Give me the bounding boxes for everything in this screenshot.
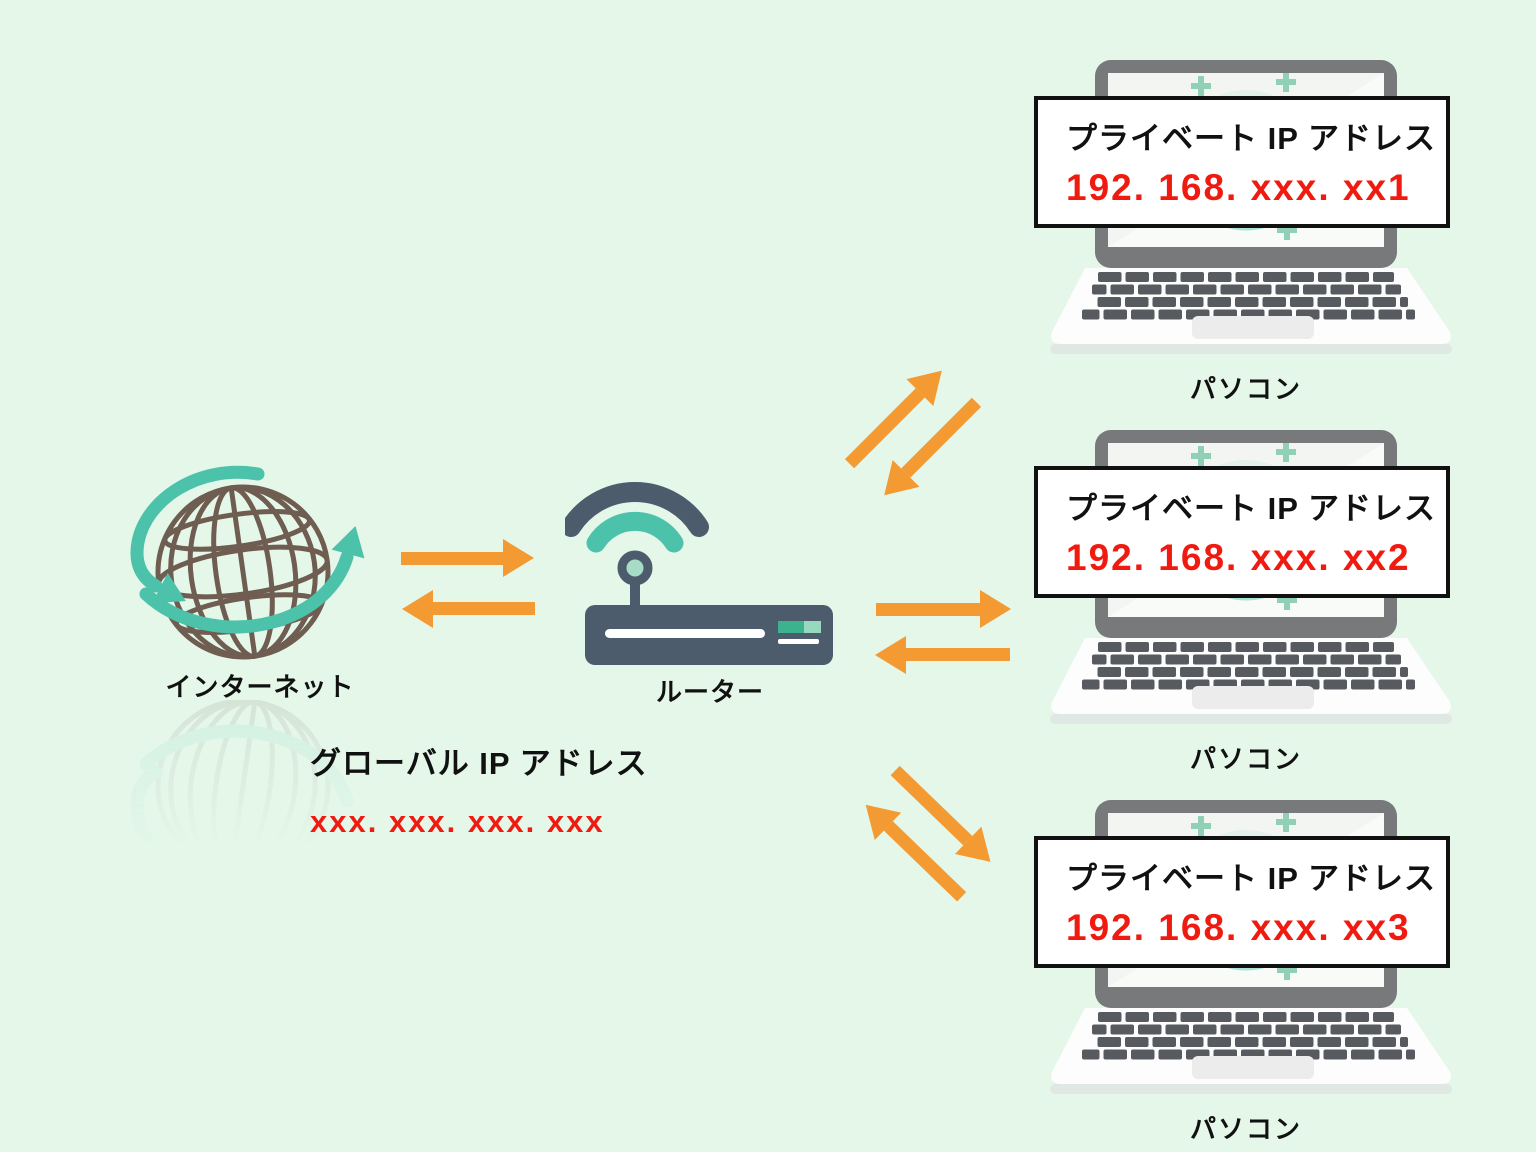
- pc-label: パソコン: [1189, 1114, 1302, 1144]
- private-ip-box: プライベート IP アドレス 192. 168. xxx. xx1: [1034, 96, 1450, 228]
- private-ip-box: プライベート IP アドレス 192. 168. xxx. xx3: [1034, 836, 1450, 968]
- global-ip-block: グローバル IP アドレス xxx. xxx. xxx. xxx: [310, 738, 648, 840]
- internet-globe-icon: [130, 465, 365, 660]
- router-label: ルーター: [655, 677, 764, 707]
- trackpad-icon: [1192, 1056, 1314, 1079]
- computer-unit-1: プライベート IP アドレス 192. 168. xxx. xx1 パソコン: [1030, 55, 1462, 404]
- plus-icon: [1191, 73, 1297, 240]
- arrow-right-icon: [401, 538, 534, 578]
- trackpad-icon: [1192, 686, 1314, 709]
- internet-label: インターネット: [165, 672, 355, 702]
- private-ip-title: プライベート IP アドレス: [1066, 491, 1436, 526]
- private-ip-value: 192. 168. xxx. xx3: [1066, 907, 1411, 948]
- keyboard-icon: [1082, 1012, 1415, 1060]
- global-ip-value: xxx. xxx. xxx. xxx: [310, 804, 605, 839]
- arrow-left-icon: [875, 635, 1010, 675]
- arrow-right-icon: [876, 589, 1011, 629]
- globe-reflection: インターネット: [108, 656, 408, 910]
- computer-unit-2: プライベート IP アドレス 192. 168. xxx. xx2 パソコン: [1030, 425, 1462, 774]
- private-ip-title: プライベート IP アドレス: [1066, 861, 1436, 896]
- keyboard-icon: [1082, 272, 1415, 320]
- router-led-icon: [778, 621, 804, 633]
- trackpad-icon: [1192, 316, 1314, 339]
- private-ip-box: プライベート IP アドレス 192. 168. xxx. xx2: [1034, 466, 1450, 598]
- orbit-arrows-icon: [130, 465, 354, 634]
- pc-label: パソコン: [1189, 374, 1302, 404]
- computer-unit-3: プライベート IP アドレス 192. 168. xxx. xx3 パソコン: [1030, 795, 1462, 1144]
- private-ip-title: プライベート IP アドレス: [1066, 121, 1436, 156]
- global-ip-title: グローバル IP アドレス: [310, 746, 648, 781]
- wifi-outer-arc-icon: [565, 482, 709, 537]
- router-icon: [565, 482, 833, 665]
- pc-label: パソコン: [1189, 744, 1302, 774]
- private-ip-value: 192. 168. xxx. xx2: [1066, 537, 1411, 578]
- arrow-left-icon: [402, 589, 535, 629]
- private-ip-value: 192. 168. xxx. xx1: [1066, 167, 1411, 208]
- plus-icon: [1191, 443, 1297, 610]
- wifi-inner-arc-icon: [586, 511, 684, 553]
